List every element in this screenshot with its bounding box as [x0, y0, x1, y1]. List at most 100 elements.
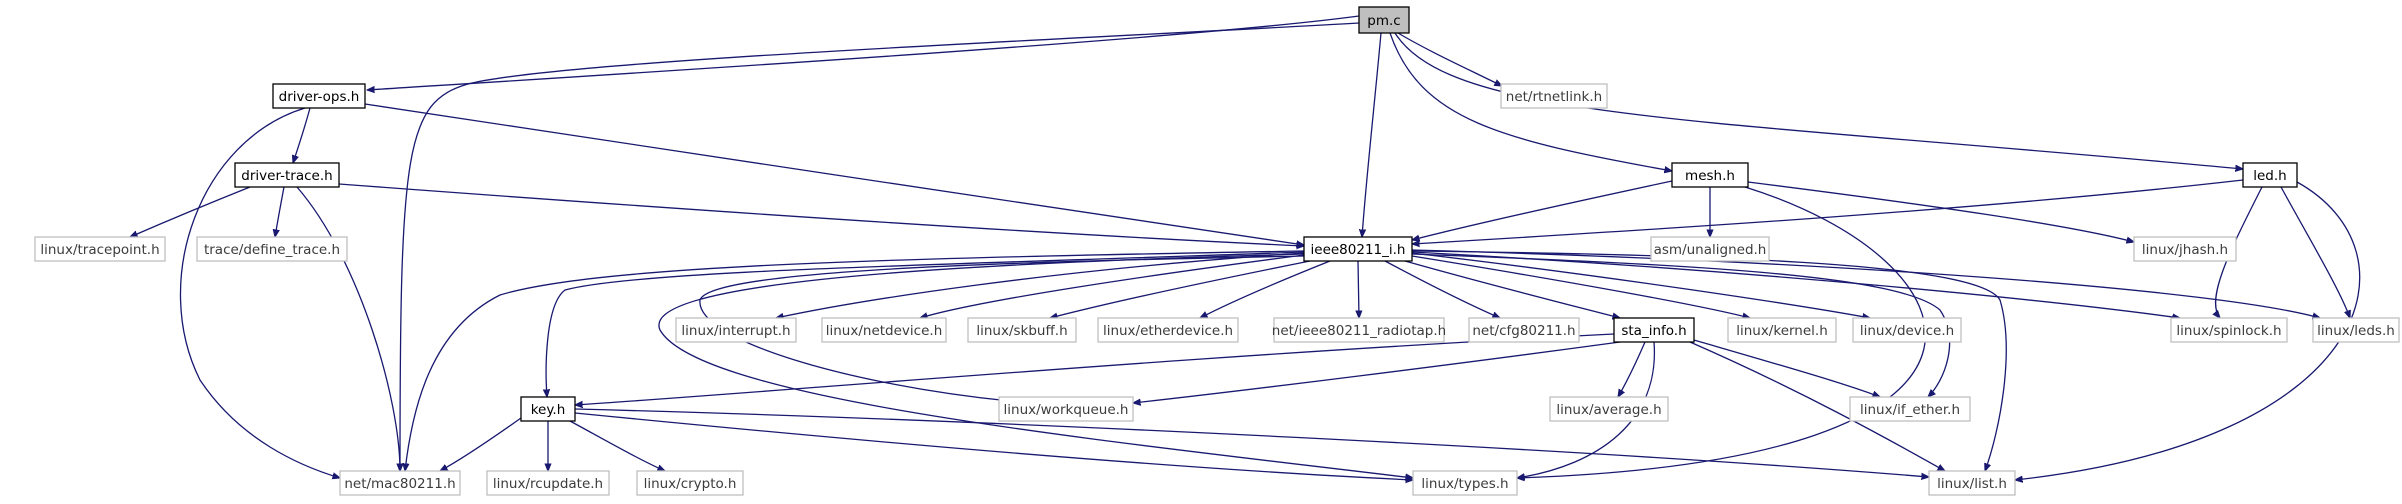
edge-driver-ops-h-to-ieee80211-i-h [364, 103, 1304, 245]
edge-ieee80211-i-h-to-linux-if-ether-h [1411, 253, 1951, 397]
node-label: linux/spinlock.h [2176, 323, 2281, 339]
node-label: net/mac80211.h [344, 476, 455, 492]
edge-led-h-to-ieee80211-i-h [1412, 179, 2244, 244]
edge-ieee80211-i-h-to-net-mac80211-h [405, 250, 1305, 471]
node-label: driver-trace.h [241, 168, 332, 184]
edge-key-h-to-linux-crypto-h [569, 420, 665, 471]
node-box [1468, 317, 1580, 343]
edge-key-h-to-linux-types-h [574, 412, 1413, 480]
edge-sta-info-h-to-key-h [575, 333, 1615, 405]
node-box [1671, 162, 1749, 188]
edge-ieee80211-i-h-to-linux-kernel-h [1411, 255, 1750, 318]
node-linux-workqueue-h: linux/workqueue.h [998, 396, 1134, 422]
node-box [486, 470, 610, 496]
node-label: net/ieee80211_radiotap.h [1272, 323, 1446, 339]
edge-ieee80211-i-h-to-net-cfg80211-h [1384, 260, 1500, 319]
node-label: linux/jhash.h [2142, 242, 2228, 258]
edge-ieee80211-i-h-to-linux-netdevice-h [920, 254, 1305, 318]
node-box [2312, 317, 2400, 343]
edge-driver-trace-h-to-ieee80211-i-h [338, 183, 1304, 246]
node-net-mac80211-h: net/mac80211.h [339, 470, 461, 496]
edge-pm-c-to-net-rtnetlink-h [1397, 32, 1502, 86]
edge-pm-c-to-ieee80211-i-h [1362, 32, 1382, 237]
node-net-rtnetlink-h: net/rtnetlink.h [1500, 83, 1608, 109]
node-label: linux/list.h [1937, 476, 2007, 492]
node-pm-c[interactable]: pm.c [1358, 6, 1410, 34]
node-linux-etherdevice-h: linux/etherdevice.h [1097, 317, 1239, 343]
node-linux-average-h: linux/average.h [1549, 396, 1669, 422]
node-label: linux/etherdevice.h [1103, 323, 1233, 339]
edge-ieee80211-i-h-to-linux-skbuff-h [1050, 260, 1311, 318]
node-linux-crypto-h: linux/crypto.h [636, 470, 744, 496]
node-box [967, 317, 1077, 343]
edge-sta-info-h-to-linux-workqueue-h [1133, 341, 1621, 403]
node-label: linux/average.h [1556, 402, 1661, 418]
node-linux-rcupdate-h: linux/rcupdate.h [486, 470, 610, 496]
file-nodes: pm.c driver-ops.h net/rtnetlink.h driver-tr… [34, 6, 2400, 496]
node-box [520, 396, 576, 422]
edge-ieee80211-i-h-to-linux-workqueue-h [699, 255, 1305, 401]
edge-driver-trace-h-to-net-mac80211-h [296, 186, 400, 471]
edge-sta-info-h-to-linux-if-ether-h [1693, 339, 1880, 398]
node-box [1273, 317, 1445, 343]
node-key-h[interactable]: key.h [520, 396, 576, 422]
edge-ieee80211-i-h-to-key-h [546, 251, 1305, 397]
node-linux-jhash-h: linux/jhash.h [2133, 236, 2237, 262]
node-box [821, 317, 947, 343]
edge-ieee80211-i-h-to-linux-device-h [1411, 252, 1870, 318]
node-label: linux/workqueue.h [1004, 402, 1129, 418]
node-label: net/rtnetlink.h [1506, 89, 1602, 105]
edge-sta-info-h-to-linux-average-h [1618, 341, 1646, 397]
node-label: asm/unaligned.h [1654, 242, 1767, 258]
node-asm-unaligned-h: asm/unaligned.h [1650, 236, 1770, 262]
node-label: pm.c [1367, 13, 1400, 29]
node-linux-if-ether-h: linux/if_ether.h [1849, 396, 1971, 422]
node-box [2242, 162, 2298, 188]
edge-key-h-to-net-mac80211-h [440, 417, 522, 471]
node-box [1303, 236, 1413, 262]
node-box [998, 396, 1134, 422]
edge-led-h-to-linux-spinlock-h [2216, 186, 2263, 318]
node-box [1650, 236, 1770, 262]
node-box [34, 236, 166, 262]
node-box [272, 83, 366, 109]
node-linux-kernel-h: linux/kernel.h [1727, 317, 1837, 343]
node-label: linux/crypto.h [644, 476, 737, 492]
node-linux-types-h: linux/types.h [1412, 470, 1518, 496]
node-box [675, 317, 797, 343]
node-box [2170, 317, 2288, 343]
node-net-cfg80211-h: net/cfg80211.h [1468, 317, 1580, 343]
edge-ieee80211-i-h-to-linux-interrupt-h [776, 252, 1305, 318]
edge-ieee80211-i-h-to-linux-etherdevice-h [1200, 260, 1331, 318]
node-label: net/cfg80211.h [1472, 323, 1575, 339]
node-box [1852, 317, 1962, 343]
edge-mesh-h-to-linux-types-h [1517, 186, 1926, 478]
edge-ieee80211-i-h-to-linux-list-h [1411, 250, 2007, 471]
edge-driver-ops-h-to-net-mac80211-h [179, 107, 340, 478]
node-label: linux/device.h [1860, 323, 1954, 339]
node-label: linux/netdevice.h [826, 323, 943, 339]
node-label: linux/skbuff.h [976, 323, 1067, 339]
node-label: ieee80211_i.h [1311, 242, 1406, 258]
node-label: sta_info.h [1621, 323, 1686, 339]
node-driver-ops-h[interactable]: driver-ops.h [272, 83, 366, 109]
node-box [1613, 317, 1695, 343]
node-ieee80211-i-h[interactable]: ieee80211_i.h [1303, 236, 1413, 262]
edge-pm-c-to-net-mac80211-h [400, 22, 1360, 471]
node-sta-info-h[interactable]: sta_info.h [1613, 317, 1695, 343]
edge-driver-ops-h-to-driver-trace-h [293, 107, 311, 163]
node-driver-trace-h[interactable]: driver-trace.h [234, 162, 340, 188]
node-linux-leds-h: linux/leds.h [2312, 317, 2400, 343]
dependency-edges [130, 15, 2361, 480]
node-mesh-h[interactable]: mesh.h [1671, 162, 1749, 188]
edge-pm-c-to-led-h [1394, 32, 2243, 169]
node-label: driver-ops.h [279, 89, 360, 105]
edge-ieee80211-i-h-to-sta-info-h [1404, 260, 1620, 318]
node-led-h[interactable]: led.h [2242, 162, 2298, 188]
node-label: linux/kernel.h [1736, 323, 1828, 339]
node-box [339, 470, 461, 496]
edge-driver-trace-h-to-linux-tracepoint-h [130, 186, 251, 238]
edge-ieee80211-i-h-to-linux-types-h [658, 253, 1413, 478]
edge-mesh-h-to-linux-jhash-h [1747, 181, 2134, 242]
